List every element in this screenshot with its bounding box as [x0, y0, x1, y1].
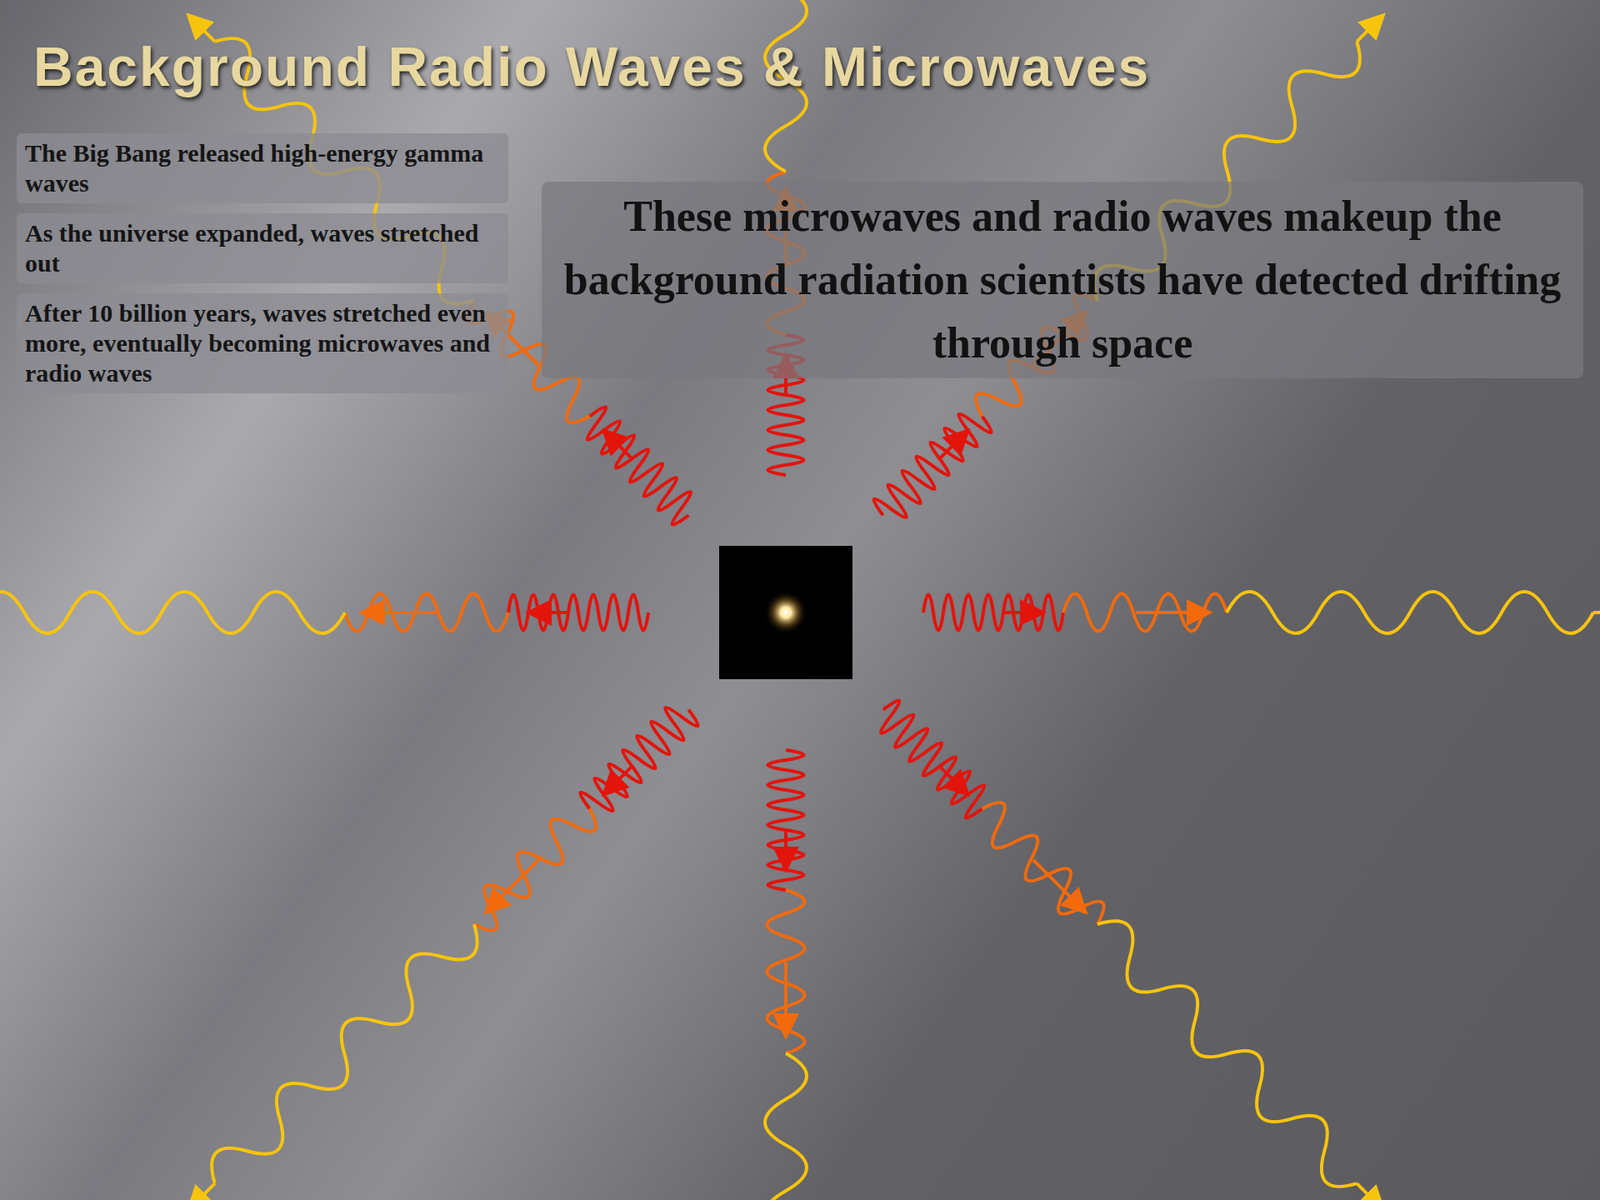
main-statement: These microwaves and radio waves makeup … [541, 181, 1584, 379]
slide-title: Background Radio Waves & Microwaves [33, 35, 1150, 99]
step-text: As the universe expanded, waves stretche… [16, 213, 509, 284]
step-text: After 10 billion years, waves stretched … [16, 293, 509, 394]
step-text: The Big Bang released high-energy gamma … [16, 133, 509, 204]
step-column: The Big Bang released high-energy gamma … [16, 133, 509, 404]
